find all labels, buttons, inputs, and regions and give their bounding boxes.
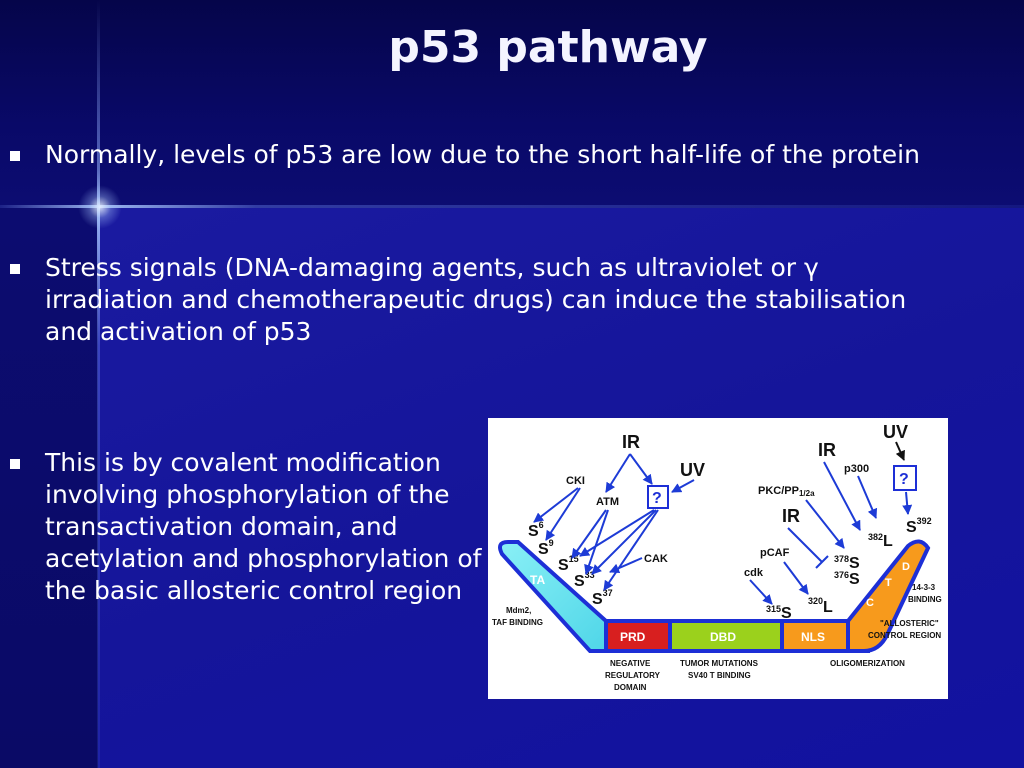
label-14-3-3-line2: BINDING — [908, 595, 942, 604]
domain-ta-label: TA — [530, 573, 545, 587]
site-s37: S37 — [592, 588, 613, 608]
domain-nls-label: NLS — [801, 630, 825, 644]
stimulus-ir-mid: IR — [818, 440, 836, 460]
unknown-kinase-right: ? — [899, 471, 909, 488]
kinase-p300: p300 — [844, 463, 869, 475]
label-mdm2-line1: Mdm2, — [506, 606, 531, 615]
slide-title: p53 pathway — [388, 22, 708, 73]
site-s315: 315S — [766, 604, 792, 622]
light-flare — [78, 185, 122, 229]
unknown-kinase-left: ? — [652, 490, 662, 507]
kinase-cki: CKI — [566, 475, 585, 487]
kinase-cak: CAK — [644, 553, 668, 565]
site-l382: 382L — [868, 532, 893, 550]
label-allosteric-line2: CONTROL REGION — [868, 631, 941, 640]
label-tumor-line1: TUMOR MUTATIONS — [680, 659, 759, 668]
bullet-text: This is by covalent modification involvi… — [45, 448, 482, 605]
domain-ta-shape — [498, 540, 608, 653]
label-14-3-3-line1: 14-3-3 — [912, 583, 936, 592]
label-negative-line2: REGULATORY — [605, 671, 661, 680]
stimulus-uv-left: UV — [680, 460, 705, 480]
bullet-square-icon — [10, 459, 20, 469]
domain-prd-shape — [604, 619, 672, 653]
stimulus-ir-left: IR — [622, 432, 640, 452]
site-s6: S6 — [528, 520, 544, 540]
label-mdm2-line2: TAF BINDING — [492, 618, 543, 627]
p53-pathway-diagram: TA PRD DBD NLS D T C IR UV ? IR UV ? IR … — [488, 418, 948, 699]
label-allosteric-line1: "ALLOSTERIC" — [880, 619, 939, 628]
uv-arrow — [895, 441, 905, 461]
light-line-vertical — [97, 0, 100, 768]
bullet-text: Stress signals (DNA-damaging agents, suc… — [45, 253, 907, 346]
site-s33: S33 — [574, 570, 595, 590]
background-top — [0, 0, 1024, 208]
bullet-square-icon — [10, 264, 20, 274]
stimulus-ir-center: IR — [782, 506, 800, 526]
site-s15: S15 — [558, 554, 579, 574]
domain-c-label: C — [866, 597, 874, 609]
site-s9: S9 — [538, 538, 554, 558]
unknown-kinase-box-right — [893, 465, 917, 491]
bullet-square-icon — [10, 151, 20, 161]
unknown-kinase-box-left — [647, 485, 669, 509]
site-s378: 378S — [834, 554, 860, 572]
background-left — [0, 208, 98, 768]
label-tumor-line2: SV40 T BINDING — [688, 671, 751, 680]
domain-prd-label: PRD — [620, 630, 646, 644]
kinase-atm: ATM — [596, 496, 619, 508]
kinase-pkc: PKC/PP1/2a — [758, 485, 815, 498]
light-line-horizontal — [0, 205, 1024, 208]
domain-d-label: D — [902, 561, 910, 573]
label-negative-line3: DOMAIN — [614, 683, 647, 692]
kinase-pcaf: pCAF — [760, 547, 790, 559]
site-s392: S392 — [906, 516, 932, 536]
bullet-text: Normally, levels of p53 are low due to t… — [45, 140, 920, 169]
pathway-arrows — [533, 453, 913, 605]
site-l320: 320L — [808, 596, 833, 616]
label-negative-line1: NEGATIVE — [610, 659, 651, 668]
label-oligomerization: OLIGOMERIZATION — [830, 659, 905, 668]
domain-dbd-label: DBD — [710, 630, 736, 644]
domain-t-label: T — [885, 577, 892, 589]
domain-dtc-shape — [846, 539, 931, 653]
kinase-cdk: cdk — [744, 567, 764, 579]
stimulus-uv-right: UV — [883, 422, 908, 442]
site-s376: 376S — [834, 570, 860, 588]
